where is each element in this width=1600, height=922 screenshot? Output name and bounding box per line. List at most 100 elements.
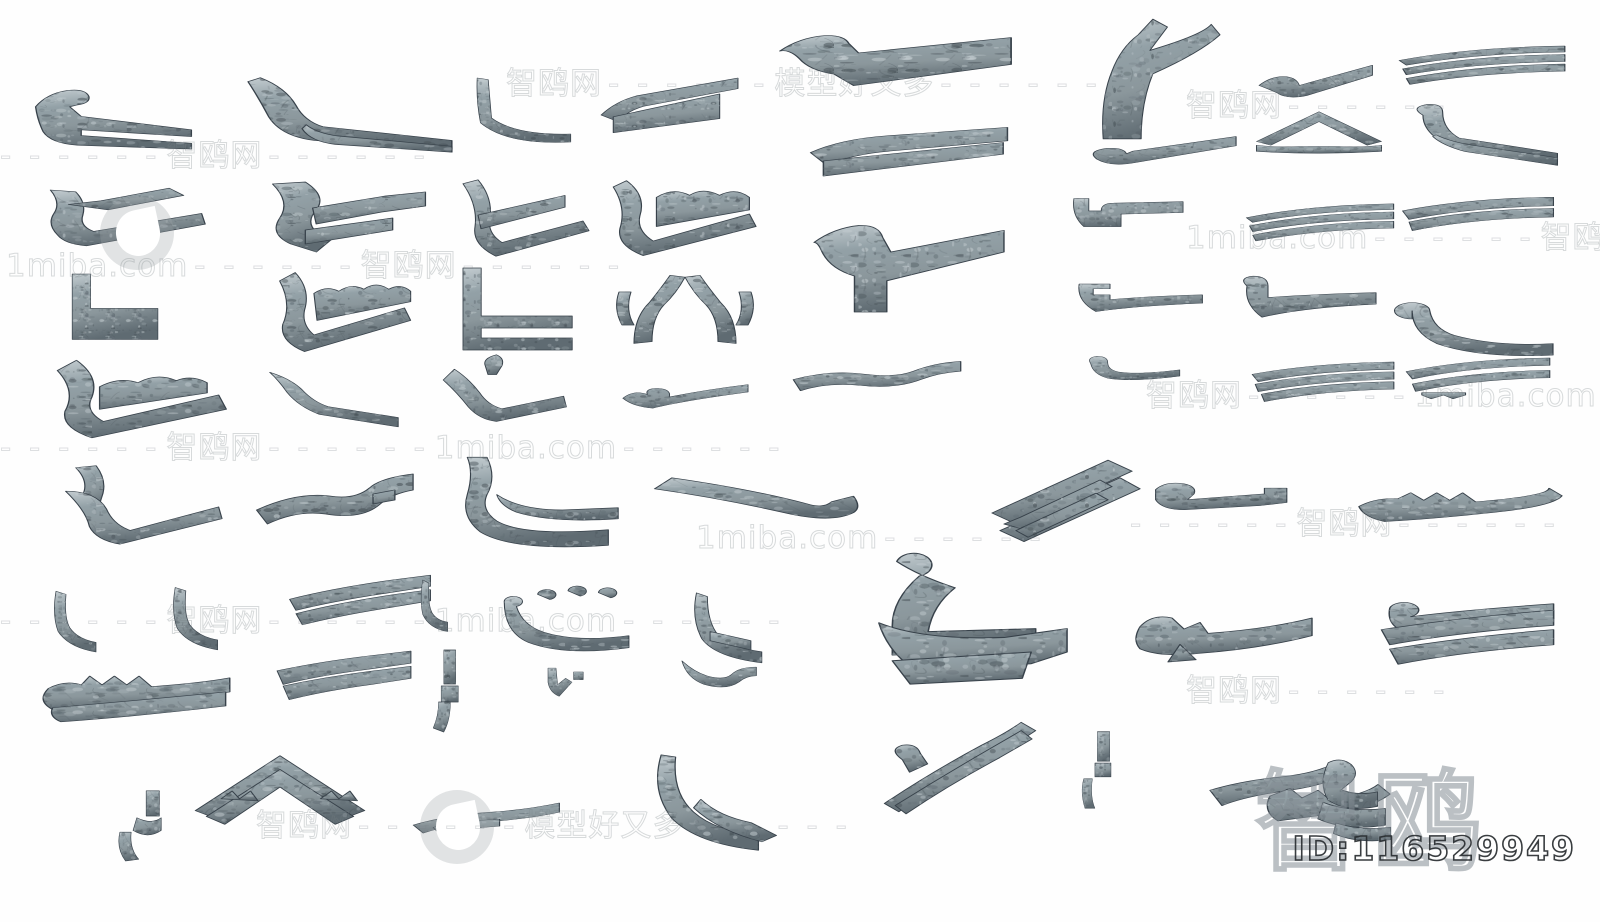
piece-stone-texture	[269, 372, 399, 427]
model-piece[interactable]	[600, 162, 766, 266]
model-piece[interactable]	[770, 28, 1016, 124]
model-piece[interactable]	[1400, 100, 1564, 176]
model-piece[interactable]	[1146, 468, 1306, 540]
model-piece[interactable]	[450, 258, 580, 358]
model-piece[interactable]	[432, 344, 572, 434]
piece-stone-texture	[685, 275, 736, 344]
piece-stone-texture	[1243, 276, 1376, 318]
model-piece[interactable]	[1232, 268, 1382, 350]
model-piece[interactable]	[242, 460, 424, 560]
piece-stone-texture	[441, 686, 459, 702]
model-piece[interactable]	[1392, 40, 1572, 100]
piece-stone-texture	[1432, 134, 1558, 166]
piece-stone-texture	[65, 491, 222, 545]
model-piece[interactable]	[404, 566, 482, 644]
model-piece[interactable]	[646, 452, 862, 544]
piece-stone-texture	[173, 587, 218, 650]
model-piece[interactable]	[802, 124, 1016, 208]
piece-stone-texture	[892, 553, 1036, 655]
model-piece[interactable]	[1080, 122, 1246, 188]
model-piece[interactable]	[806, 216, 1008, 336]
piece-stone-texture	[1246, 203, 1394, 223]
model-piece[interactable]	[448, 170, 598, 268]
piece-stone-texture	[476, 78, 571, 143]
piece-stone-texture	[1093, 136, 1237, 165]
model-piece[interactable]	[1396, 186, 1560, 248]
model-piece[interactable]	[154, 576, 260, 658]
piece-stone-texture	[289, 575, 431, 611]
model-piece[interactable]	[42, 346, 234, 448]
model-piece[interactable]	[610, 268, 760, 360]
model-piece[interactable]	[852, 544, 1076, 690]
model-piece[interactable]	[258, 168, 440, 268]
model-piece[interactable]	[672, 580, 808, 672]
model-piece[interactable]	[612, 366, 749, 428]
piece-stone-texture	[1261, 381, 1394, 402]
model-piece[interactable]	[247, 64, 456, 162]
piece-stone-texture	[43, 676, 230, 710]
model-piece[interactable]	[870, 714, 1050, 818]
model-piece[interactable]	[264, 258, 420, 362]
model-piece[interactable]	[1400, 348, 1556, 410]
model-piece[interactable]	[672, 646, 796, 708]
model-piece[interactable]	[32, 662, 238, 750]
piece-stone-texture	[779, 35, 1012, 86]
model-piece[interactable]	[258, 352, 404, 430]
model-piece[interactable]	[28, 78, 218, 174]
piece-stone-texture	[1249, 211, 1394, 232]
piece-stone-texture	[302, 124, 452, 153]
piece-stone-texture	[613, 93, 720, 133]
model-piece[interactable]	[1346, 476, 1563, 552]
model-piece[interactable]	[786, 346, 968, 416]
piece-stone-texture	[657, 754, 759, 851]
piece-stone-texture	[654, 477, 858, 519]
model-piece[interactable]	[1068, 272, 1208, 332]
model-piece[interactable]	[1074, 14, 1221, 144]
model-piece[interactable]	[52, 452, 223, 550]
piece-stone-texture	[568, 586, 587, 597]
model-piece[interactable]	[486, 572, 638, 658]
model-piece[interactable]	[636, 740, 816, 851]
model-piece[interactable]	[1064, 186, 1188, 264]
model-piece[interactable]	[532, 654, 612, 718]
model-piece[interactable]	[972, 436, 1172, 546]
model-piece[interactable]	[1254, 48, 1380, 120]
model-id-label: ID:116529949	[1292, 828, 1576, 869]
piece-stone-texture	[573, 671, 584, 680]
piece-stone-texture	[1389, 629, 1554, 665]
model-piece[interactable]	[424, 640, 490, 740]
piece-stone-texture	[1409, 208, 1554, 231]
model-piece[interactable]	[592, 64, 744, 152]
piece-stone-texture	[504, 596, 629, 651]
model-piece[interactable]	[1080, 720, 1142, 818]
piece-stone-texture	[312, 192, 426, 224]
model-piece[interactable]	[268, 648, 420, 724]
model-piece[interactable]	[280, 572, 440, 652]
model-piece[interactable]	[1078, 348, 1184, 400]
piece-stone-texture	[206, 769, 354, 825]
model-piece[interactable]	[464, 444, 628, 554]
model-piece[interactable]	[1120, 596, 1320, 706]
model-piece[interactable]	[1384, 278, 1560, 360]
model-piece[interactable]	[62, 262, 164, 348]
piece-stone-texture	[1399, 46, 1565, 66]
model-piece[interactable]	[1352, 580, 1562, 688]
piece-stone-texture	[1252, 361, 1394, 382]
model-piece[interactable]	[1310, 744, 1440, 848]
piece-stone-texture	[1406, 357, 1550, 379]
piece-stone-texture	[99, 377, 208, 410]
piece-stone-texture	[548, 668, 572, 697]
piece-stone-texture	[1016, 493, 1108, 538]
model-piece[interactable]	[188, 742, 372, 840]
piece-stone-texture	[1412, 370, 1550, 392]
model-piece[interactable]	[118, 780, 212, 870]
model-piece[interactable]	[1240, 198, 1400, 256]
model-piece[interactable]	[1246, 352, 1400, 414]
model-piece[interactable]	[36, 580, 136, 660]
piece-stone-texture	[892, 652, 1032, 685]
model-piece[interactable]	[1248, 108, 1390, 170]
piece-stone-texture	[296, 589, 431, 625]
piece-stone-texture	[693, 799, 777, 842]
model-piece[interactable]	[464, 70, 574, 150]
piece-stone-texture	[1406, 64, 1565, 85]
